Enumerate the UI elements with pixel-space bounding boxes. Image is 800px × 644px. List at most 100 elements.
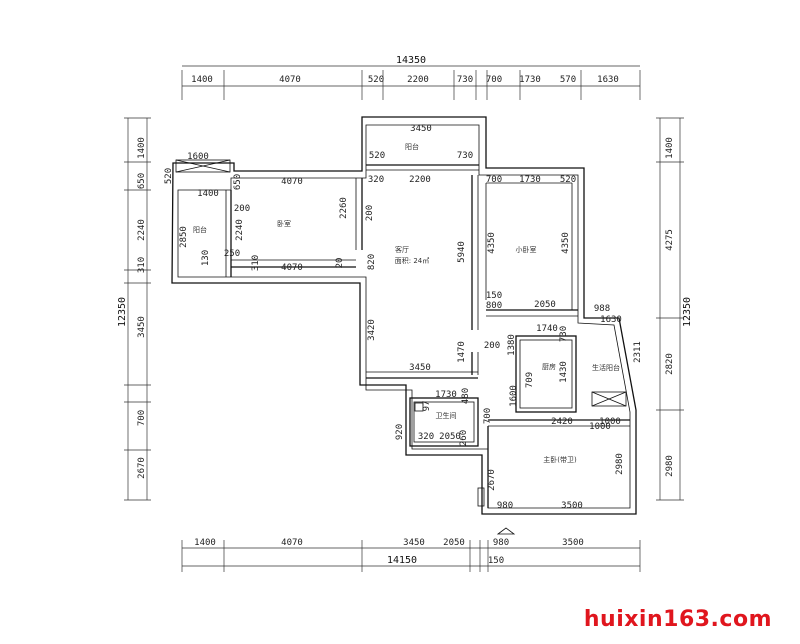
- bottom-dim-6: 3500: [562, 538, 584, 548]
- dim-balcony-right-1630: 1630: [600, 315, 622, 325]
- left-dim-3: 2240: [137, 219, 147, 241]
- dim-bedroom-left: 4350: [487, 232, 497, 254]
- dim-balcony-left: 520: [369, 151, 385, 161]
- label-bathroom: 卫生间: [436, 411, 457, 420]
- watermark: huixin163.com: [583, 607, 772, 632]
- right-dim-2: 4275: [665, 229, 675, 251]
- dim-balcony-right-2311: 2311: [633, 341, 643, 363]
- dim-master-top: 2420: [551, 417, 573, 427]
- dim-left-130: 130: [201, 250, 211, 266]
- dim-kitchen-709: 709: [525, 372, 535, 388]
- dim-left-310: 310: [251, 255, 261, 271]
- right-total-dim: 12350: [682, 297, 693, 327]
- left-dim-2: 650: [137, 173, 147, 189]
- dim-bay-side: 520: [164, 168, 174, 184]
- dim-bedroom-988: 988: [594, 304, 610, 314]
- dim-kitchen-1430: 1430: [559, 361, 569, 383]
- dim-balcony-right-1000: 1000: [599, 417, 621, 427]
- dim-living-left: 3420: [367, 319, 377, 341]
- dim-bath-top: 1730: [435, 390, 457, 400]
- label-balcony-right: 生活阳台: [592, 363, 620, 372]
- dim-bedroom-800: 800: [486, 301, 502, 311]
- label-balcony-left: 阳台: [193, 225, 207, 234]
- top-dim-9: 1630: [597, 75, 619, 85]
- dim-bath-700: 700: [483, 408, 493, 424]
- left-dim-4: 310: [137, 257, 147, 273]
- left-dimension-chain: 12350 1400 650 2240 310 3450 700 2670: [117, 117, 151, 501]
- label-bedroom-left: 卧室: [277, 219, 291, 228]
- room-labels: 阳台 阳台 卧室 客厅 面积: 24㎡ 小卧室 厨房 生活阳台 卫生间 主卧(带…: [193, 142, 620, 464]
- dim-left-200: 200: [234, 204, 250, 214]
- dim-left-820: 820: [367, 254, 377, 270]
- dim-kitchen-730: 730: [559, 326, 569, 342]
- dim-bedroom-top-3: 520: [560, 175, 576, 185]
- dim-bath-97: 97: [422, 401, 432, 412]
- label-living: 客厅: [395, 245, 409, 254]
- bottom-total-dim: 14150: [387, 555, 417, 566]
- dim-living-top: 2200: [409, 175, 431, 185]
- bottom-dim-4: 2050: [443, 538, 465, 548]
- top-dim-5: 730: [457, 75, 473, 85]
- dim-left-20: 20: [335, 258, 345, 269]
- dim-bath-480: 480: [461, 388, 471, 404]
- label-living-area: 面积: 24㎡: [395, 256, 430, 265]
- walls: [171, 116, 637, 535]
- label-bedroom-small: 小卧室: [516, 245, 537, 254]
- dim-master-980: 980: [497, 501, 513, 511]
- dim-bedroom-150: 150: [486, 291, 502, 301]
- top-dim-2: 4070: [279, 75, 301, 85]
- top-dimension-chain: 14350 1400 4070 520 2200 730 700 1730 57…: [181, 55, 641, 100]
- top-dim-1: 1400: [191, 75, 213, 85]
- dim-left-room-height: 2240: [235, 219, 245, 241]
- dim-bath-1600: 1600: [509, 385, 519, 407]
- dim-bedroom-right: 4350: [561, 232, 571, 254]
- dim-master-right: 2980: [615, 453, 625, 475]
- dim-left-balcony-height: 2850: [179, 226, 189, 248]
- label-kitchen: 厨房: [542, 362, 556, 371]
- dim-master-bottom: 3500: [561, 501, 583, 511]
- bottom-dim-2: 4070: [281, 538, 303, 548]
- dim-bath-320: 320: [418, 432, 434, 442]
- dim-left-room-bottom: 4070: [281, 263, 303, 273]
- bottom-dim-1: 1400: [194, 538, 216, 548]
- dim-living-height: 5940: [457, 241, 467, 263]
- dim-living-200: 200: [484, 341, 500, 351]
- dim-bath-2050: 2050: [439, 432, 461, 442]
- bottom-dim-5: 980: [493, 538, 509, 548]
- dim-living-bottom: 3450: [409, 363, 431, 373]
- right-dim-3: 2820: [665, 353, 675, 375]
- dim-living-right: 1470: [457, 341, 467, 363]
- left-total-dim: 12350: [117, 297, 128, 327]
- right-dim-1: 1400: [665, 137, 675, 159]
- dim-left-balcony-width: 1400: [197, 189, 219, 199]
- dim-left-corner: 320: [368, 175, 384, 185]
- top-dim-8: 570: [560, 75, 576, 85]
- dim-balcony-width: 3450: [410, 124, 432, 134]
- bottom-extra-dim: 150: [488, 556, 504, 566]
- dim-master-left: 2670: [487, 469, 497, 491]
- dim-kitchen-top: 1740: [536, 324, 558, 334]
- dim-bath-920: 920: [395, 424, 405, 440]
- dim-kitchen-1380: 1380: [507, 334, 517, 356]
- dim-left-room-top: 4070: [281, 177, 303, 187]
- dim-left-2260: 2260: [339, 197, 349, 219]
- left-dim-5: 3450: [137, 316, 147, 338]
- interior-dimensions: 3450 520 730 2200 700 1730 520 1600 520 …: [164, 124, 643, 511]
- dim-bath-260: 260: [459, 430, 469, 446]
- left-dim-6: 700: [137, 410, 147, 426]
- left-dim-7: 2670: [137, 457, 147, 479]
- dim-bedroom-bottom: 2050: [534, 300, 556, 310]
- label-master: 主卧(带卫): [543, 455, 577, 464]
- dim-balcony-right: 730: [457, 151, 473, 161]
- label-balcony-top: 阳台: [405, 142, 419, 151]
- top-dim-6: 700: [486, 75, 502, 85]
- dim-bedroom-top-2: 1730: [519, 175, 541, 185]
- top-dim-3: 520: [368, 75, 384, 85]
- top-dim-7: 1730: [519, 75, 541, 85]
- top-total-dim: 14350: [396, 55, 426, 66]
- bottom-dim-3: 3450: [403, 538, 425, 548]
- dim-bay-width: 1600: [187, 152, 209, 162]
- dim-left-gap: 650: [233, 174, 243, 190]
- dim-master-1000: 1000: [589, 422, 611, 432]
